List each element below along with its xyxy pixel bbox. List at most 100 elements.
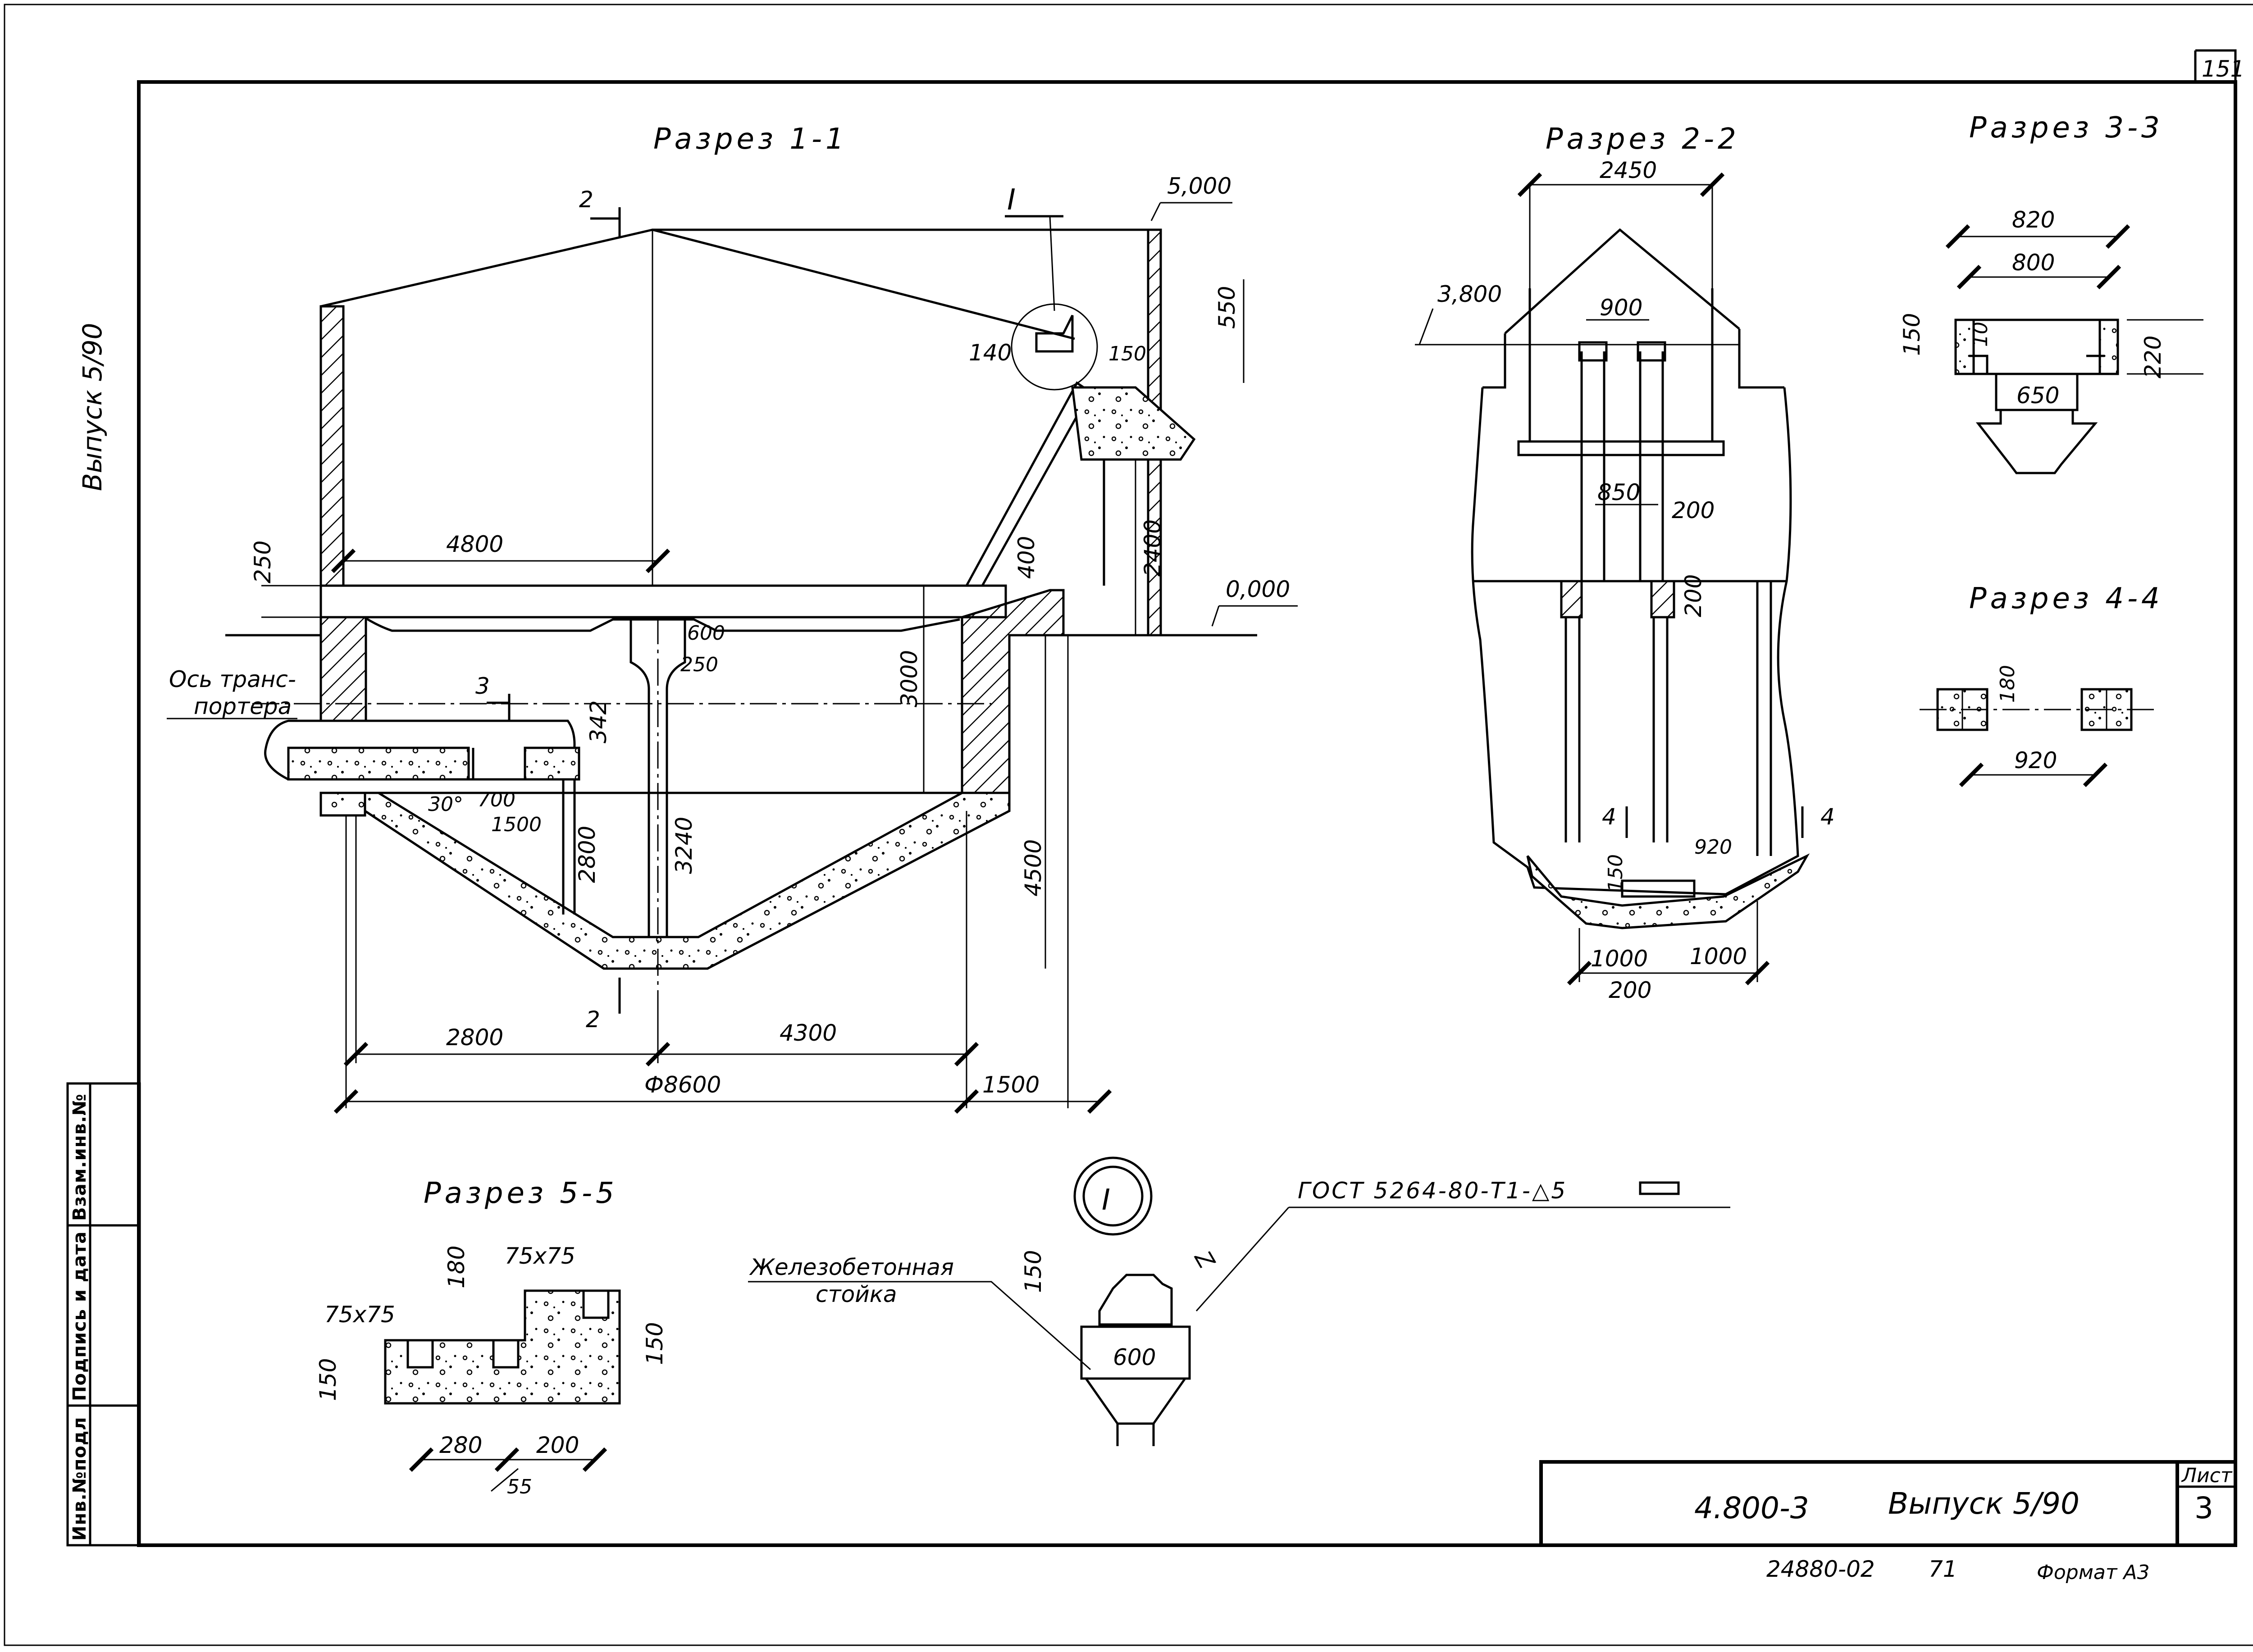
dim-150: 150 <box>1899 313 1925 356</box>
title-code: 4.800-3 <box>1694 1491 1809 1525</box>
gost-label: ГОСТ 5264-80-Т1-△5 <box>1298 1178 1567 1204</box>
dim-4500: 4500 <box>1020 839 1046 897</box>
dim-55: 55 <box>507 1475 532 1498</box>
dim-150: 150 <box>1020 1250 1046 1293</box>
format-label: Формат А3 <box>2037 1561 2150 1584</box>
dim-bottom-4300: 4300 <box>780 1020 837 1046</box>
dim-280: 280 <box>439 1432 482 1458</box>
dim-4800: 4800 <box>446 531 503 557</box>
dim-1000a: 1000 <box>1591 946 1648 972</box>
section-3-3-hopper <box>1975 374 2098 474</box>
cut-mark-3: 3 <box>475 673 490 699</box>
conveyor-axis-label-2: портера <box>194 693 292 719</box>
drawing-border <box>137 80 2237 1547</box>
cut-mark-2-top: 2 <box>579 187 593 213</box>
section-3-3: Разрез 3-3 820 800 150 10 220 650 <box>1899 111 2203 474</box>
dim-600: 600 <box>687 622 725 645</box>
dim-700: 700 <box>478 788 515 811</box>
dim-250b: 250 <box>680 653 718 676</box>
dim-diameter-8600: Ф8600 <box>644 1072 721 1098</box>
section-4-4: Разрез 4-4 180 920 <box>1920 582 2163 787</box>
section-3-3-title: Разрез 3-3 <box>1969 111 2163 145</box>
dim-550: 550 <box>1214 286 1240 329</box>
section-1-1-title: Разрез 1-1 <box>653 123 848 156</box>
dim-bottom-1500: 1500 <box>982 1072 1040 1098</box>
dim-140: 140 <box>969 340 1012 366</box>
sheet-label: Лист <box>2181 1464 2233 1487</box>
silo-wall-left <box>319 616 367 727</box>
dim-200c: 200 <box>1609 977 1651 1003</box>
angle-left: 75x75 <box>324 1302 395 1328</box>
copy-number: 71 <box>1929 1556 1957 1582</box>
title-issue: Выпуск 5/90 <box>1888 1486 2080 1521</box>
dim-200b: 200 <box>1680 574 1706 617</box>
dim-920: 920 <box>1694 836 1732 859</box>
dim-3240: 3240 <box>671 817 697 874</box>
weld-mark: Z <box>1189 1246 1220 1274</box>
dim-850: 850 <box>1597 479 1640 505</box>
cut-mark-2-bottom: 2 <box>586 1006 600 1033</box>
dim-180: 180 <box>443 1246 470 1288</box>
node-I-circle <box>1073 1156 1153 1236</box>
section-1-1: Разрез 1-1 Ось тра <box>167 123 1298 1114</box>
dim-600: 600 <box>1113 1344 1156 1370</box>
level-zero: 0,000 <box>1226 576 1290 602</box>
archive-number: 24880-02 <box>1766 1556 1875 1582</box>
sheet-number: 3 <box>2194 1491 2213 1525</box>
node-I: I ГОСТ 5264-80-Т1-△5 Железобетонная стой… <box>748 1156 1730 1446</box>
dim-920: 920 <box>2014 747 2057 774</box>
angle-right: 75x75 <box>505 1243 575 1269</box>
dim-150a: 150 <box>642 1322 668 1365</box>
dim-800: 800 <box>2012 250 2055 276</box>
section-4-4-title: Разрез 4-4 <box>1969 582 2163 615</box>
silo-wall-right <box>961 589 1065 794</box>
roof-line <box>320 228 1075 340</box>
node-I-mark: I <box>1102 1183 1110 1217</box>
stamp-inv-no: Инв.№подл <box>69 1417 90 1541</box>
hopper-shell <box>364 792 1011 970</box>
section-5-5-title: Разрез 5-5 <box>424 1177 618 1210</box>
dim-150b: 150 <box>315 1358 341 1401</box>
left-wall <box>319 305 345 587</box>
page-number: 151 <box>2202 56 2244 82</box>
conveyor-slab <box>287 746 470 781</box>
dim-bottom-2800: 2800 <box>446 1024 503 1051</box>
dim-1000b: 1000 <box>1690 943 1747 969</box>
dim-820: 820 <box>2012 207 2055 233</box>
dim-150: 150 <box>1108 342 1146 365</box>
left-stamp: Инв.№подл Подпись и дата Взам.инв.№ <box>66 1082 141 1547</box>
section-2-2: Разрез 2-2 2450 3,800 900 850 200 200 92… <box>1415 123 1835 1003</box>
dim-200: 200 <box>536 1432 579 1458</box>
conveyor-axis-label-1: Ось транс- <box>169 666 296 692</box>
dim-2800: 2800 <box>574 826 600 883</box>
dim-180: 180 <box>1996 665 2019 703</box>
title-block: 4.800-3 Выпуск 5/90 Лист 3 24880-02 71 Ф… <box>1539 1460 2235 1584</box>
hopper-bottom <box>1526 853 1810 929</box>
dim-220: 220 <box>2140 336 2166 378</box>
side-label: Выпуск 5/90 <box>77 323 108 491</box>
node-I-label-1: Железобетонная <box>749 1254 954 1280</box>
dim-900: 900 <box>1600 295 1642 321</box>
cut-mark-4-left: 4 <box>1602 804 1616 830</box>
level-top: 5,000 <box>1167 173 1231 199</box>
stamp-signature: Подпись и дата <box>69 1231 90 1401</box>
dim-2450: 2450 <box>1600 157 1657 183</box>
dim-30deg: 30° <box>428 793 463 816</box>
cut-mark-4-right: 4 <box>1820 804 1835 830</box>
floor-slab <box>319 584 1007 619</box>
section-5-5: Разрез 5-5 75x75 75x75 180 150 150 280 2… <box>315 1177 668 1498</box>
dim-650: 650 <box>2016 382 2059 409</box>
dim-10: 10 <box>1969 322 1992 347</box>
silo-break-outline <box>1471 387 1799 896</box>
node-mark-I: I <box>1007 183 1016 217</box>
dim-1500: 1500 <box>491 813 542 836</box>
node-I-callout <box>1011 303 1098 391</box>
central-column <box>629 617 686 938</box>
sheet-frame: 151 Выпуск 5/90 <box>4 4 2253 1646</box>
dim-250: 250 <box>250 541 276 583</box>
dim-342: 342 <box>585 701 611 743</box>
dim-3000: 3000 <box>896 650 922 707</box>
dim-150: 150 <box>1604 854 1627 892</box>
